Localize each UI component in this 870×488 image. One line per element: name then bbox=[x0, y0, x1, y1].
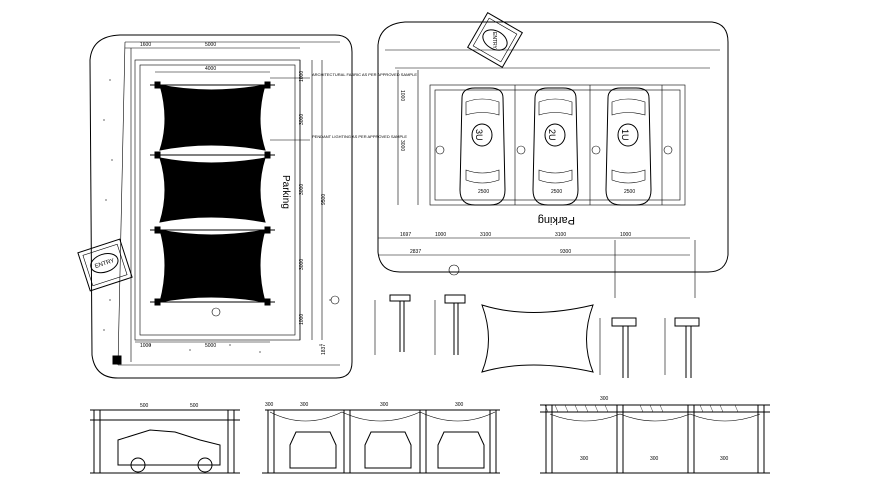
bay-dim-3: 2500 bbox=[624, 189, 635, 195]
car-3u: 3U bbox=[459, 87, 506, 206]
elev-dim-1: 500 bbox=[140, 403, 149, 409]
right-dim-1: 1697 bbox=[400, 232, 411, 238]
right-dim-total-2: 9300 bbox=[560, 249, 571, 255]
bay-dim-1: 2500 bbox=[478, 189, 489, 195]
entry-gate-left: ENTRY bbox=[77, 238, 133, 292]
detail-3 bbox=[599, 317, 637, 378]
dim-left-2: 5000 bbox=[205, 343, 216, 349]
pergola-dim-3: 300 bbox=[720, 456, 729, 462]
fabric-panel-detail bbox=[481, 304, 594, 373]
car-label-1u: 1U bbox=[620, 129, 630, 141]
elevation-front: 300 300 300 300 bbox=[262, 402, 500, 474]
right-dim-2: 1000 bbox=[435, 232, 446, 238]
front-dim-2: 300 bbox=[380, 402, 389, 408]
dim-top-inner: 4000 bbox=[205, 66, 216, 72]
paving-stipple bbox=[103, 79, 331, 353]
elevation-side: 500 500 bbox=[90, 403, 240, 474]
entry-label-left: ENTRY bbox=[94, 258, 115, 270]
dim-right-total: 9500 bbox=[321, 194, 327, 205]
dim-left-1: 1000 bbox=[140, 343, 151, 349]
dim-right-3: 3000 bbox=[299, 259, 305, 270]
pergola-dim-4: 300 bbox=[600, 396, 609, 402]
shade-sail-3 bbox=[159, 229, 266, 303]
left-site-plan: 1600 5000 4000 3000 3000 3000 9500 1000 … bbox=[77, 34, 417, 379]
dim-top-1: 1600 bbox=[140, 42, 151, 48]
note-lighting: PENDANT LIGHTING AS PER APPROVED SAMPLE bbox=[312, 134, 407, 139]
right-site-plan: 3U 2U 1U 2500 2500 2500 Parking bbox=[377, 11, 729, 298]
car-2u: 2U bbox=[532, 87, 579, 206]
entry-label-right: ENTRY bbox=[491, 32, 497, 50]
dim-right-5: 1000 bbox=[299, 314, 305, 325]
dim-right-4: 1000 bbox=[299, 71, 305, 82]
note-fabric: ARCHITECTURAL FABRIC AS PER APPROVED SAM… bbox=[312, 72, 417, 77]
car-label-2u: 2U bbox=[547, 129, 557, 141]
dim-top-2: 5000 bbox=[205, 42, 216, 48]
shade-sail-2 bbox=[159, 157, 266, 223]
pergola-dim-2: 300 bbox=[650, 456, 659, 462]
car-label-3u: 3U bbox=[474, 129, 484, 141]
front-dim-3: 300 bbox=[455, 402, 464, 408]
left-dim-2: 3000 bbox=[399, 140, 405, 151]
bay-dim-2: 2500 bbox=[551, 189, 562, 195]
entry-gate-right: ENTRY bbox=[466, 11, 524, 69]
pergola-dim-1: 300 bbox=[580, 456, 589, 462]
right-dim-total-1: 2837 bbox=[410, 249, 421, 255]
dim-right-1: 3000 bbox=[299, 114, 305, 125]
shade-sail-1 bbox=[159, 84, 266, 151]
parking-label-left: Parking bbox=[280, 175, 291, 209]
detail-4 bbox=[664, 317, 700, 378]
column-details bbox=[374, 294, 700, 378]
parking-label-right: Parking bbox=[538, 214, 575, 226]
front-dim-1: 300 bbox=[300, 402, 309, 408]
dim-right-6: 1837 bbox=[321, 344, 327, 355]
car-1u: 1U bbox=[605, 87, 652, 206]
elev-dim-2: 500 bbox=[190, 403, 199, 409]
right-dim-3: 3100 bbox=[480, 232, 491, 238]
right-dim-5: 1000 bbox=[620, 232, 631, 238]
dim-right-2: 3000 bbox=[299, 184, 305, 195]
elevation-pergola: 300 300 300 300 bbox=[540, 396, 770, 474]
detail-2 bbox=[434, 294, 466, 355]
right-dim-4: 3100 bbox=[555, 232, 566, 238]
left-dim-1: 1000 bbox=[399, 90, 405, 101]
detail-1 bbox=[374, 294, 411, 355]
front-dim-4: 300 bbox=[265, 402, 274, 408]
